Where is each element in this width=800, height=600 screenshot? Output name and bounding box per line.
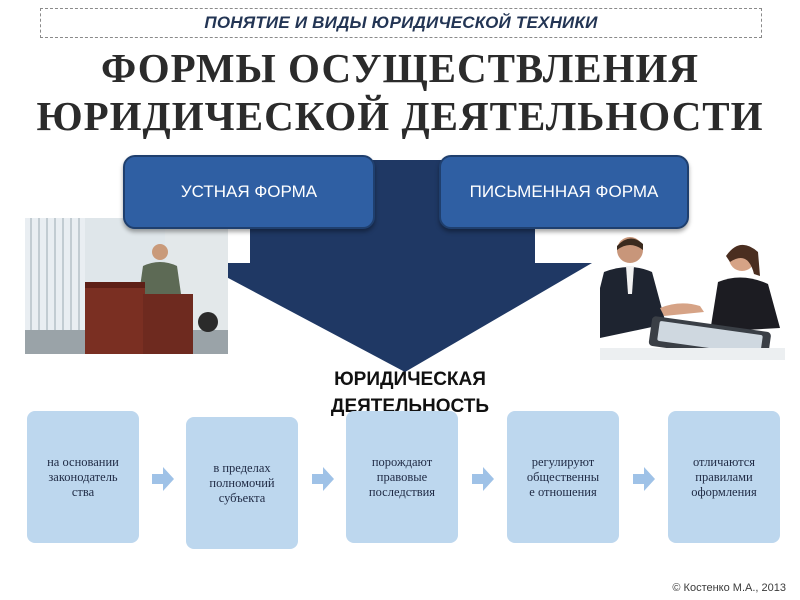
main-title: ФОРМЫ ОСУЩЕСТВЛЕНИЯ ЮРИДИЧЕСКОЙ ДЕЯТЕЛЬН… [0,44,800,140]
written-form-label: ПИСЬМЕННАЯ ФОРМА [469,182,659,201]
chevron-right-icon [633,467,655,491]
handshake-photo [600,228,785,360]
step-text-line: порождают [371,455,433,469]
step-text-line: субъекта [218,491,266,505]
chevron-right-icon [472,467,494,491]
step-text-line: оформления [691,485,757,499]
step-formatting: отличаются правилами оформления [668,411,780,543]
step-text-line: регулируют [531,455,595,469]
copyright: © Костенко М.А., 2013 [672,582,786,594]
step-regulate: регулируют общественны е отношения [507,411,619,543]
step-text-line: последствия [368,485,436,499]
chevron-right-icon [312,467,334,491]
header-banner: ПОНЯТИЕ И ВИДЫ ЮРИДИЧЕСКОЙ ТЕХНИКИ [40,8,762,38]
step-text-line: законодатель [48,470,118,484]
main-title-line1: ФОРМЫ ОСУЩЕСТВЛЕНИЯ [100,45,700,91]
main-title-line2: ЮРИДИЧЕСКОЙ ДЕЯТЕЛЬНОСТИ [36,93,764,139]
step-consequences: порождают правовые последствия [346,411,458,543]
lecture-photo [25,218,228,354]
oral-form-box: УСТНАЯ ФОРМА [123,155,375,229]
chevron-right-icon [152,467,174,491]
step-legislation: на основании законодатель ства [27,411,139,543]
legal-activity-line1: ЮРИДИЧЕСКАЯ [334,369,486,390]
step-text-line: на основании [47,455,119,469]
step-text-line: правилами [695,470,753,484]
step-text-line: е отношения [529,485,597,499]
step-authority: в пределах полномочий субъекта [186,417,298,549]
step-text-line: отличаются [692,455,756,469]
step-text-line: ства [71,485,95,499]
step-text-line: полномочий [209,476,275,490]
step-text-line: общественны [526,470,600,484]
step-text-line: в пределах [213,461,271,475]
header-title: ПОНЯТИЕ И ВИДЫ ЮРИДИЧЕСКОЙ ТЕХНИКИ [204,13,598,32]
step-text-line: правовые [376,470,428,484]
written-form-box: ПИСЬМЕННАЯ ФОРМА [439,155,689,229]
oral-form-label: УСТНАЯ ФОРМА [180,182,318,201]
